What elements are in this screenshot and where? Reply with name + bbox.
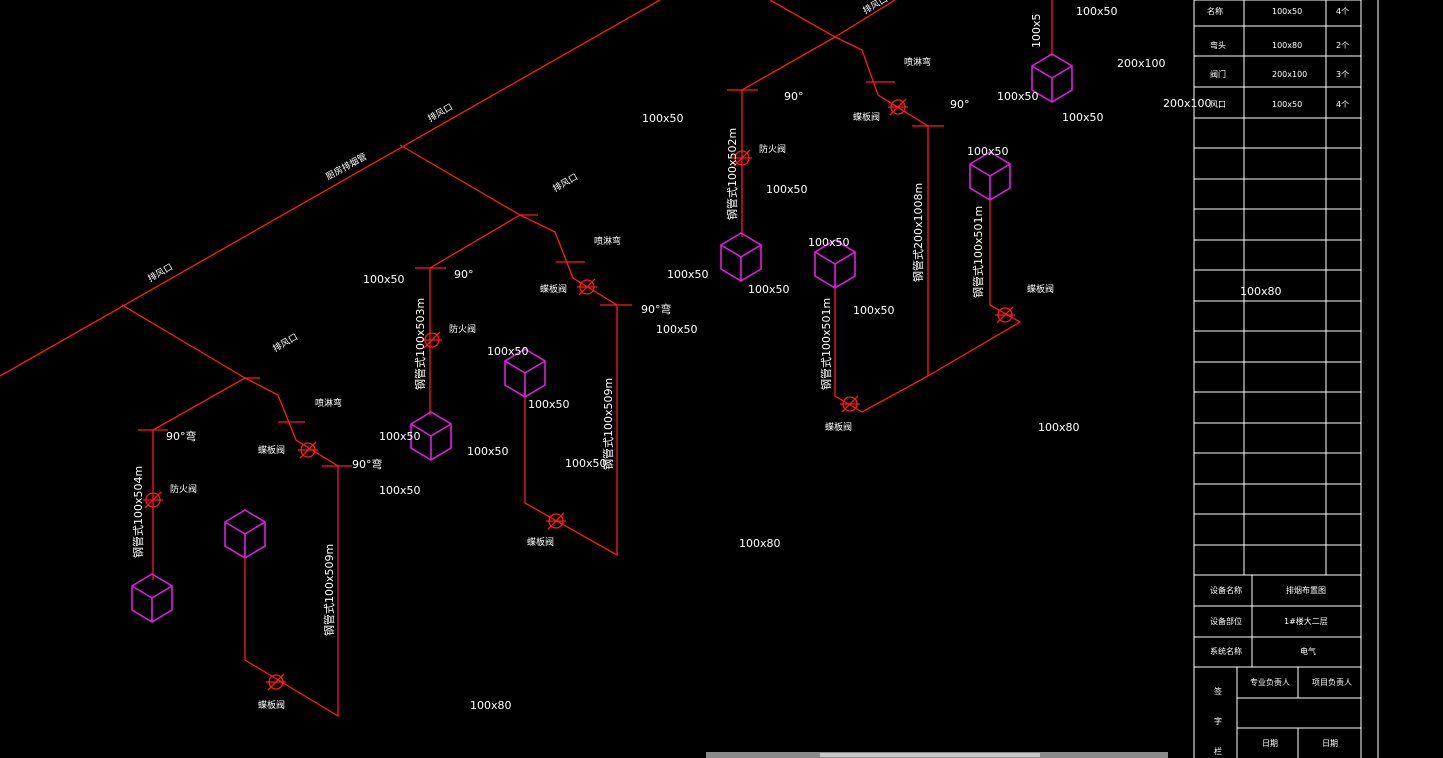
dimension-label: 100x50 [1076,5,1118,18]
dimension-label: 100x50 [487,345,529,358]
title-block-cell: 3个 [1336,70,1349,79]
title-block-cell: 100x80 [1272,41,1302,50]
dimension-label: 100x50 [656,323,698,336]
location-value: 1#楼大二层 [1284,616,1328,626]
dimension-label: 100x50 [565,457,607,470]
dimension-label: 100x50 [379,430,421,443]
resp-prof-label: 专业负责人 [1250,677,1290,687]
pipe-spec-label: 钢管式100x509m [322,544,336,636]
fan-cube-icon [720,232,762,282]
nozzle-bend-label: 喷淋弯 [904,56,931,68]
system-label: 系统名称 [1210,646,1242,656]
annotations: 厨房排烟管 排风口 排风口 排风口 排风口 排风口2个 喷淋弯 喷淋弯 喷淋弯 … [131,0,1282,712]
sign-char: 签 [1214,686,1222,696]
outlet-label: 排风口 [426,101,455,125]
damper-label: 防火阀 [759,143,786,155]
damper-label: 防火阀 [170,483,197,495]
dimension-label: 200x100 [1163,97,1212,110]
title-block-cell: 2个 [1336,41,1349,50]
dimension-label: 100x50 [967,145,1009,158]
sign-char: 字 [1214,716,1222,726]
sign-char: 栏 [1214,746,1222,756]
pipe-spec-label: 钢管式100x504m [131,466,145,558]
dimension-label: 100x50 [363,273,405,286]
outlet-label: 排风口 [146,261,175,285]
system-value: 电气 [1300,646,1316,656]
dimension-label: 100x50 [997,90,1039,103]
pipe-spec-label: 钢管式100x501m [971,206,985,298]
angle-label: 90° [950,98,970,111]
plate-valve-label: 蝶板阀 [540,283,567,295]
fan-units [131,53,1073,623]
pipe-spec-label: 钢管式100x509m [601,378,615,470]
dimension-label: 100x50 [667,268,709,281]
dimension-label: 100x80 [1038,421,1080,434]
title-block-cell: 风口 [1210,100,1226,109]
fan-cube-icon [131,573,173,623]
dimension-label: 100x50 [467,445,509,458]
fan-cube-icon [410,411,452,461]
nozzle-bend-label: 喷淋弯 [315,397,342,409]
dimension-label: 100x50 [528,398,570,411]
dimension-label: 100x80 [739,537,781,550]
duct-network [0,0,1053,718]
title-block: 名称 100x50 4个 弯头 100x80 2个 阀门 200x100 3个 … [1193,0,1379,758]
fan-cube-icon [969,151,1011,201]
angle-label: 90°弯 [352,457,383,471]
pipe-spec-label: 100x5 [1030,13,1043,48]
nozzle-bend-label: 喷淋弯 [594,235,621,247]
title-block-cell: 4个 [1336,100,1349,109]
plate-valve-label: 蝶板阀 [853,111,880,123]
angle-label: 90°弯 [166,429,197,443]
scrollbar-thumb[interactable] [820,753,1040,757]
project-label: 设备名称 [1210,585,1242,595]
fan-cube-icon [504,348,546,398]
dimension-label: 100x50 [766,183,808,196]
damper-label: 防火阀 [449,323,476,335]
damper-symbols [143,98,1015,691]
dimension-label: 100x50 [642,112,684,125]
pipe-spec-label: 钢管式200x1008m [911,183,925,282]
plate-valve-label: 蝶板阀 [527,536,554,548]
pipe-spec-label: 钢管式100x502m [725,128,739,220]
title-block-cell: 100x50 [1272,7,1302,16]
fan-cube-icon [224,509,266,559]
project-value: 排烟布置图 [1286,585,1326,595]
dimension-label: 100x50 [748,283,790,296]
title-block-cell: 弯头 [1210,40,1226,50]
plate-valve-label: 蝶板阀 [258,699,285,711]
plate-valve-label: 蝶板阀 [1027,283,1054,295]
dimension-label: 100x50 [853,304,895,317]
fan-cube-icon [814,239,856,289]
dimension-label: 100x50 [379,484,421,497]
resp-proj-label: 项目负责人 [1312,677,1352,687]
outlet-label: 排风口 [271,331,300,355]
angle-label: 90° [784,90,804,103]
angle-label: 90°弯 [641,302,672,316]
title-block-cell: 4个 [1336,7,1349,16]
date-label: 日期 [1262,739,1278,748]
angle-label: 90° [454,268,474,281]
dimension-label: 100x50 [808,236,850,249]
dimension-label: 200x100 [1117,57,1166,70]
pipe-spec-label: 钢管式100x503m [413,298,427,390]
plate-valve-label: 蝶板阀 [825,421,852,433]
location-label: 设备部位 [1210,616,1242,626]
fan-cube-icon [1031,53,1073,103]
trunk-label: 厨房排烟管 [324,150,369,182]
date-label: 日期 [1322,739,1338,748]
title-block-cell: 100x50 [1272,100,1302,109]
title-block-cell: 阀门 [1210,69,1226,79]
dimension-label: 100x80 [1240,285,1282,298]
dimension-label: 100x50 [1062,111,1104,124]
title-block-cell: 名称 [1207,6,1223,16]
pipe-spec-label: 钢管式100x501m [819,298,833,390]
dimension-label: 100x80 [470,699,512,712]
outlet-label: 排风口 [551,171,580,195]
horizontal-scrollbar[interactable] [706,752,1168,758]
title-block-cell: 200x100 [1272,70,1307,79]
plate-valve-label: 蝶板阀 [258,444,285,456]
